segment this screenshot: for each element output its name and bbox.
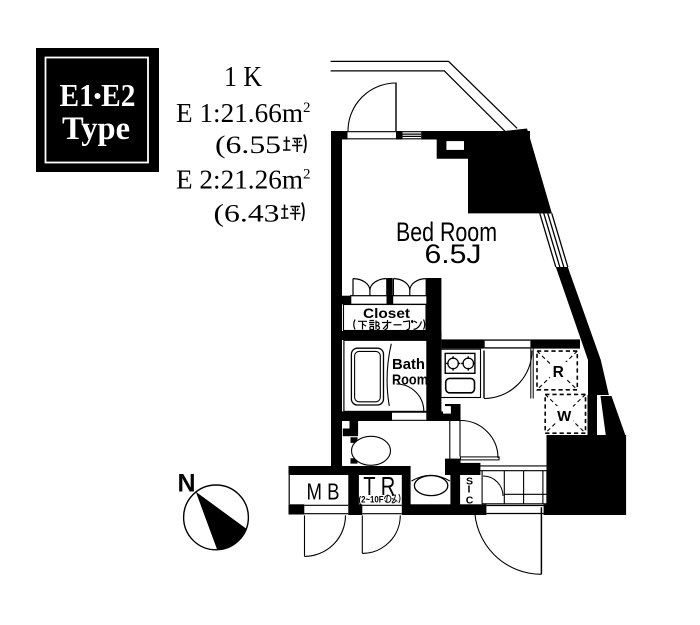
svg-text:(6.55: (6.55 bbox=[215, 132, 281, 159]
svg-text:Bed Room: Bed Room bbox=[396, 217, 497, 247]
svg-text:M B: M B bbox=[307, 479, 340, 505]
svg-text:I: I bbox=[468, 484, 471, 496]
svg-text:E 1:21.66m: E 1:21.66m bbox=[176, 98, 303, 128]
svg-text:C: C bbox=[466, 495, 474, 507]
svg-text:2: 2 bbox=[303, 167, 311, 183]
svg-text:E 2:21.26m: E 2:21.26m bbox=[176, 165, 303, 195]
svg-text:2: 2 bbox=[303, 100, 311, 116]
svg-text:6.5J: 6.5J bbox=[425, 239, 482, 269]
svg-text:(6.43: (6.43 bbox=[214, 201, 280, 228]
svg-text:N: N bbox=[178, 470, 196, 498]
svg-text:Type: Type bbox=[62, 111, 130, 147]
svg-text:(2~10F: (2~10F bbox=[359, 495, 384, 506]
svg-text:R: R bbox=[553, 364, 564, 381]
svg-text:W: W bbox=[557, 408, 572, 425]
svg-text:S: S bbox=[466, 476, 473, 488]
svg-text:Bath: Bath bbox=[392, 357, 425, 373]
svg-text:Room: Room bbox=[392, 373, 428, 389]
svg-text:1 K: 1 K bbox=[224, 62, 262, 93]
svg-text:Closet: Closet bbox=[363, 305, 410, 321]
